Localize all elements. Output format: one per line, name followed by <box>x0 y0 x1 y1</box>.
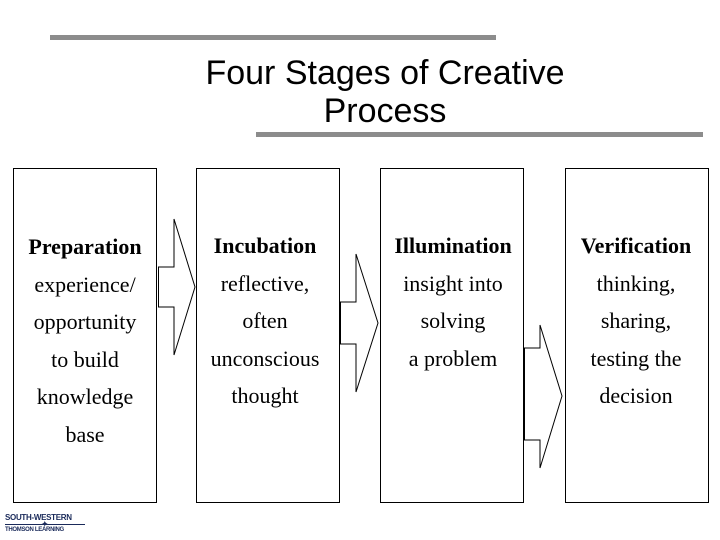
stage-text-incubation: Incubation reflective, often unconscious… <box>190 227 340 415</box>
bottom-decorative-bar <box>256 132 703 137</box>
stage-desc-line: decision <box>599 383 673 409</box>
stage-desc-line: to build <box>51 346 119 372</box>
stage-box-incubation <box>196 168 340 503</box>
stage-title-verification: Verification <box>580 233 692 258</box>
stage-box-verification <box>565 168 709 503</box>
logo-line-2: THOMSON LEARNING <box>5 527 64 533</box>
stage-desc-line: solving <box>420 308 486 334</box>
stage-desc-line: thinking, <box>596 270 676 296</box>
stage-desc-line: sharing, <box>600 308 672 334</box>
stage-desc-line: insight into <box>403 270 503 296</box>
stage-desc-line: opportunity <box>33 309 137 335</box>
stage-desc-line: reflective, <box>220 270 310 296</box>
arrow-illumination-to-verification-icon <box>524 324 563 469</box>
stage-text-preparation: Preparation experience/ opportunity to b… <box>10 228 160 454</box>
stage-desc-line: a problem <box>408 345 498 371</box>
slide-title: Four Stages of Creative Process <box>150 54 620 130</box>
stage-desc-line: unconscious <box>210 345 320 371</box>
logo-line-1: SOUTH-WESTERN <box>5 513 72 522</box>
logo-star-icon: ✦ <box>41 519 49 529</box>
title-line-1: Four Stages of Creative <box>205 54 565 92</box>
logo-rule <box>5 524 85 525</box>
stage-box-illumination <box>380 168 524 503</box>
arrow-incubation-to-illumination-icon <box>340 253 379 393</box>
top-decorative-bar <box>50 35 496 40</box>
stage-desc-line: testing the <box>590 345 682 371</box>
stage-text-illumination: Illumination insight into solving a prob… <box>377 227 529 377</box>
stage-desc-line: thought <box>231 383 299 409</box>
stage-desc-line: knowledge <box>36 384 134 410</box>
arrow-preparation-to-incubation-icon <box>158 218 196 356</box>
publisher-logo: SOUTH-WESTERN ✦ THOMSON LEARNING <box>5 513 85 537</box>
title-line-2: Process <box>323 92 447 130</box>
stage-box-preparation <box>13 168 157 503</box>
stage-desc-line: experience/ <box>34 271 136 297</box>
stage-title-preparation: Preparation <box>28 234 142 259</box>
stage-desc-line: often <box>242 308 288 334</box>
stage-desc-line: base <box>65 421 105 447</box>
stage-title-illumination: Illumination <box>394 233 512 258</box>
stage-text-verification: Verification thinking, sharing, testing … <box>561 227 711 415</box>
stage-title-incubation: Incubation <box>213 233 317 258</box>
